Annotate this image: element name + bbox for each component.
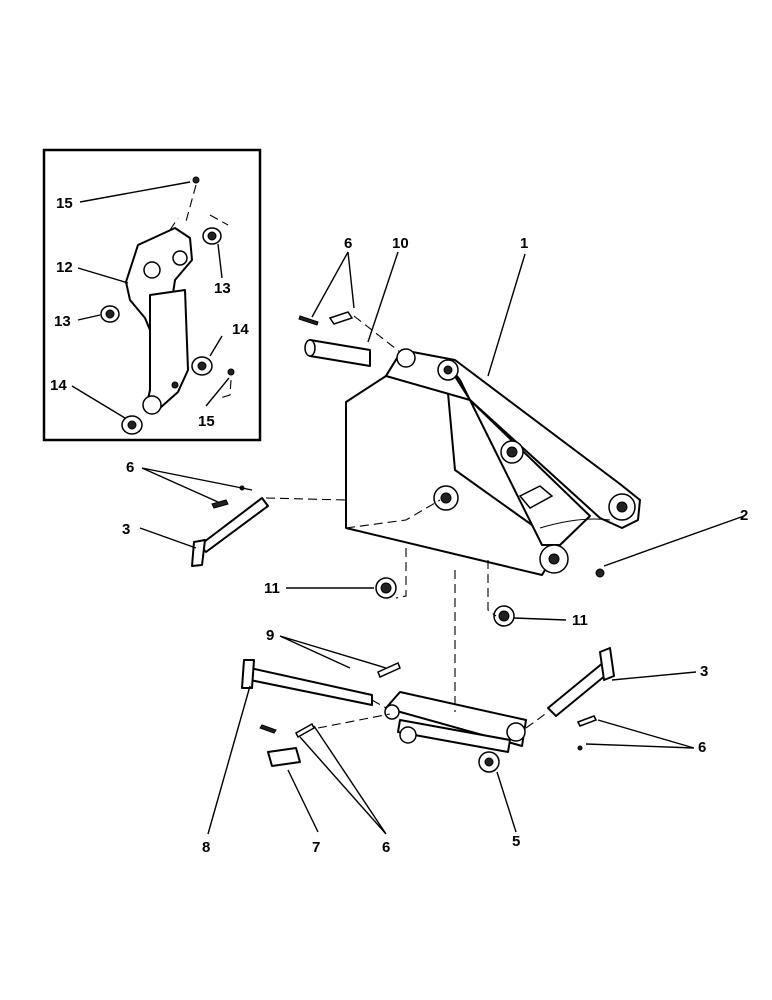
callout-11-right: 11 — [572, 612, 588, 629]
pin-part-7 — [259, 722, 315, 767]
inset-grease-fitting — [227, 368, 235, 376]
inset-frame — [42, 148, 262, 442]
pin-part-3-right — [547, 647, 615, 751]
callout-1: 1 — [520, 235, 528, 252]
callout-6-left: 6 — [126, 459, 134, 476]
callout-5: 5 — [512, 833, 520, 850]
callout-11-left: 11 — [264, 580, 280, 597]
pin-part-10 — [298, 311, 371, 367]
callout-6-top: 6 — [344, 235, 352, 252]
leader-lines — [139, 251, 745, 835]
pin-part-9 — [377, 661, 401, 679]
cross-member-part-5 — [384, 691, 527, 773]
callout-8: 8 — [202, 839, 210, 856]
callout-12: 12 — [56, 259, 73, 276]
callout-3-right: 3 — [700, 663, 708, 680]
callout-labels: 1 2 3 3 5 6 6 6 6 7 8 9 10 11 11 12 13 1… — [50, 195, 748, 856]
main-bracket-part-1 — [345, 348, 641, 576]
inset-bushings — [100, 227, 222, 435]
pin-part-8 — [241, 659, 373, 706]
grease-fitting-part-2 — [595, 568, 605, 578]
callout-14-right: 14 — [232, 321, 249, 338]
callout-6-right: 6 — [698, 739, 706, 756]
callout-3-left: 3 — [122, 521, 130, 538]
inset-arm-part-12 — [125, 227, 193, 415]
callout-7: 7 — [312, 839, 320, 856]
callout-10: 10 — [392, 235, 409, 252]
callout-13-right: 13 — [214, 280, 231, 297]
callout-14-left: 14 — [50, 377, 67, 394]
callout-13-left: 13 — [54, 313, 71, 330]
alignment-lines — [265, 315, 549, 729]
callout-15-bottom: 15 — [198, 413, 215, 430]
callout-15-top: 15 — [56, 195, 73, 212]
callout-2: 2 — [740, 507, 748, 524]
inset-grease-fitting — [192, 176, 200, 184]
pin-part-3-left — [191, 485, 269, 567]
bushing-part-11-right — [493, 605, 515, 627]
callout-9: 9 — [266, 627, 274, 644]
callout-6-bottom: 6 — [382, 839, 390, 856]
inset-detail — [42, 148, 262, 442]
bushing-part-11-left — [375, 577, 397, 599]
